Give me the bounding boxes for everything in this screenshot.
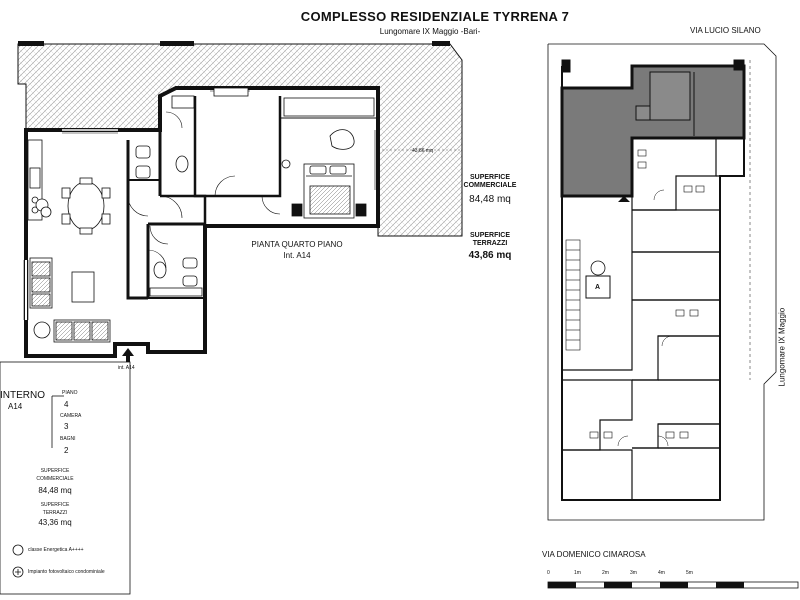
scale-bar [547,581,799,589]
terrace-surface-label-2: TERRAZZI [472,240,508,247]
box-terrace-label-1: SUPERFICE [40,502,70,508]
entrance-arrow-icon [122,348,134,362]
bathroom-1 [135,87,249,179]
camera-value: 3 [64,422,69,431]
scale-tick-3: 3m [630,570,637,576]
box-terrace-label-2: TERRAZZI [42,510,68,516]
entrance-tag: int. A14 [118,365,135,371]
unit-label: Int. A14 [283,251,311,260]
box-commercial-value: 84,48 mq [38,486,72,495]
lift-label: A [595,284,601,291]
energy-class-text: classe Energetica A++++ [28,547,84,553]
piano-value: 4 [64,400,69,409]
commercial-surface-value: 84,48 mq [469,194,511,205]
scale-tick-0: 0 [547,570,550,576]
piano-label: PIANO [62,390,78,396]
bagni-value: 2 [64,446,69,455]
commercial-surface-label-1: SUPERFICE [469,174,511,181]
page-subtitle: Lungomare IX Maggio -Bari- [379,27,481,36]
scale-tick-5: 5m [686,570,693,576]
box-terrace-value: 43,36 mq [38,518,72,527]
scale-tick-4: 4m [658,570,665,576]
scale-tick-1: 1m [574,570,581,576]
street-right-label: Lungomare IX Maggio [777,307,787,387]
street-bottom-label: VIA DOMENICO CIMAROSA [542,550,646,559]
apartment-walls [23,86,380,358]
master-bedroom [281,97,375,219]
terrace-surface-label-1: SUPERFICE [469,232,511,239]
terrace-tag: 43,86 mq [412,148,433,154]
street-top-label: VIA LUCIO SILANO [690,26,761,35]
scale-tick-2: 2m [602,570,609,576]
site-plan [547,43,777,521]
box-commercial-label-1: SUPERFICE [40,468,70,474]
dining-table [61,177,111,235]
interno-value: A14 [8,402,23,411]
bagni-label: BAGNI [60,436,76,442]
kitchen [27,139,52,221]
interno-label: INTERNO [0,390,45,401]
page-title: COMPLESSO RESIDENZIALE TYRRENA 7 [300,9,570,24]
box-commercial-label-2: COMMERCIALE [36,476,74,482]
floor-label: PIANTA QUARTO PIANO [251,240,343,249]
photovoltaic-text: Impianto fotovoltaico condominiale [28,569,105,575]
terrace-surface-value: 43,86 mq [468,250,512,261]
commercial-surface-label-2: COMMERCIALE [463,182,517,189]
info-box [0,361,131,595]
camera-label: CAMERA [60,413,82,419]
bathroom-2 [149,257,203,297]
living-room-furniture [29,257,111,343]
